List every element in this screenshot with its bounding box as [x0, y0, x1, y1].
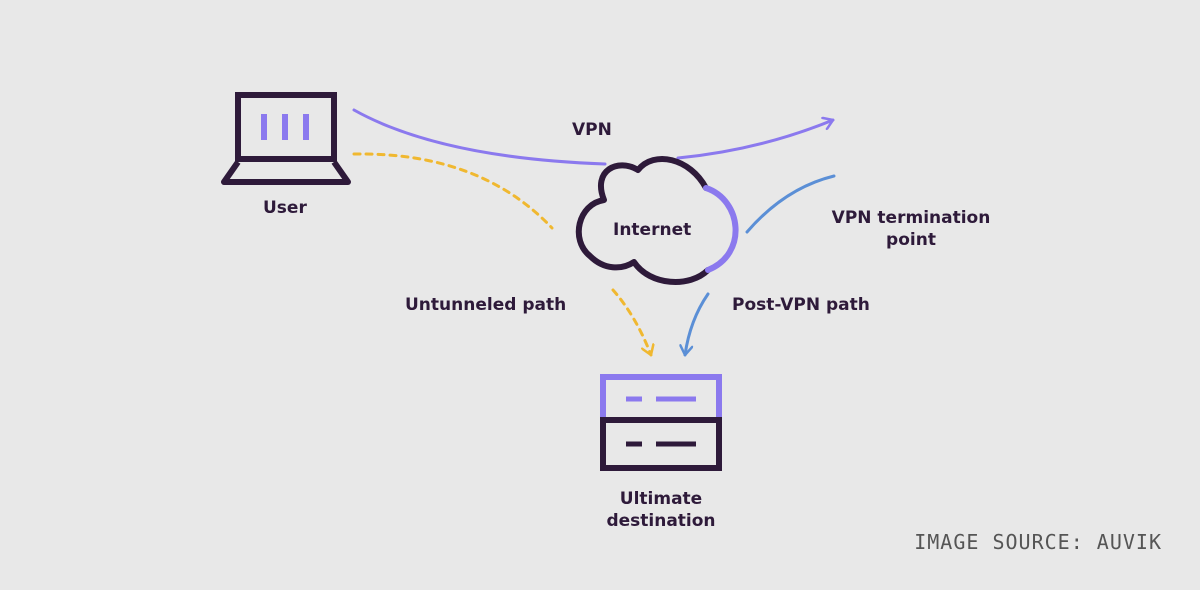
user-label: User [263, 198, 307, 218]
vpn-label: VPN [572, 120, 612, 140]
vpn-termination-label: VPN termination point [818, 207, 1004, 251]
untunneled-path-label: Untunneled path [405, 295, 567, 315]
vpn-path [352, 108, 835, 166]
destination-label: Ultimate destination [588, 488, 734, 532]
vpn-termination-label-line1: VPN termination [831, 208, 991, 228]
destination-label-line2: destination [606, 511, 716, 531]
post-vpn-path [685, 174, 836, 357]
destination-label-line1: Ultimate [619, 489, 703, 509]
vpn-termination-label-line2: point [886, 230, 936, 250]
laptop-icon [221, 92, 351, 185]
cloud-icon [575, 156, 739, 285]
post-vpn-path-label: Post-VPN path [732, 295, 870, 315]
untunneled-path [352, 152, 651, 357]
internet-label: Internet [613, 220, 692, 240]
server-icon [600, 374, 722, 471]
image-source-credit: IMAGE SOURCE: AUVIK [914, 530, 1162, 554]
